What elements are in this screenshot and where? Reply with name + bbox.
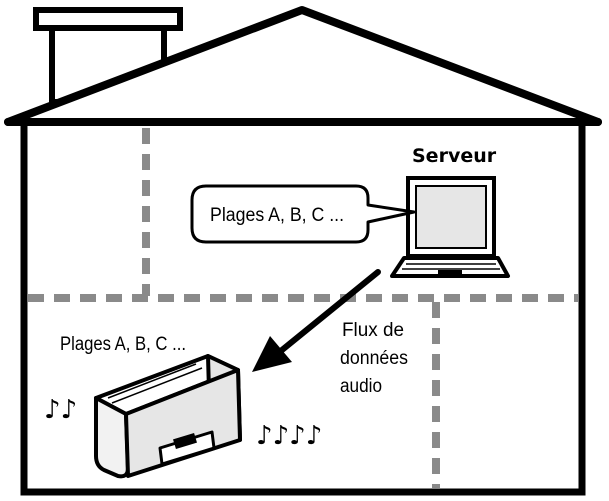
stream-label-line3: audio xyxy=(340,376,382,397)
speaker-label: Plages A, B, C ... xyxy=(60,334,186,355)
speaker-device-icon xyxy=(94,354,242,479)
laptop-icon xyxy=(390,176,510,278)
music-notes-right-icon: ♪♪♪♪ xyxy=(256,421,322,451)
server-speech-bubble xyxy=(190,184,416,244)
server-bubble-text: Plages A, B, C ... xyxy=(210,205,344,226)
music-notes-left-icon: ♪♪ xyxy=(44,395,77,425)
stream-label-line1: Flux de xyxy=(342,320,404,341)
server-label: Serveur xyxy=(412,145,497,167)
roof xyxy=(4,6,602,126)
stream-label-line2: données xyxy=(340,348,408,369)
house-walls xyxy=(20,124,586,496)
audio-stream-arrow xyxy=(252,269,381,372)
room-partitions xyxy=(28,128,578,488)
